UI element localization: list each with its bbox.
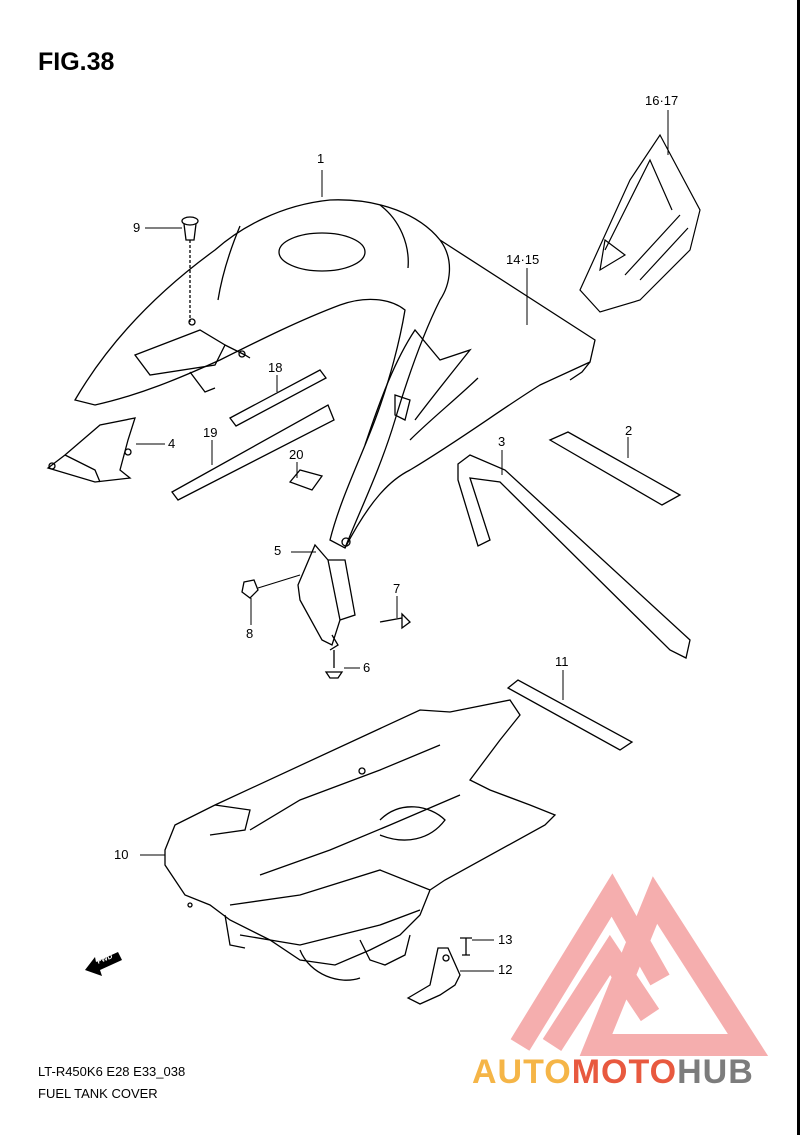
part-screw-7 [379, 612, 411, 630]
callout-9: 9 [133, 220, 141, 235]
watermark-text: AUTOMOTOHUB [472, 1053, 754, 1092]
callout-2: 2 [625, 423, 633, 438]
leader-lines [136, 110, 669, 972]
callout-14-15: 14·15 [506, 252, 540, 267]
part-tray-10 [164, 699, 557, 981]
part-pad-11 [506, 679, 634, 751]
part-fuel-tank-cover [74, 199, 596, 549]
part-strips [171, 369, 335, 501]
callout-4: 4 [168, 436, 176, 451]
part-screw-6 [324, 650, 344, 679]
part-screw-13 [460, 937, 472, 956]
figure-title: FIG.38 [38, 48, 115, 76]
fwd-arrow-icon [85, 952, 122, 976]
callout-1: 1 [317, 151, 325, 166]
callout-13: 13 [498, 932, 513, 947]
callout-16-17: 16·17 [645, 93, 679, 108]
callout-10: 10 [114, 847, 129, 862]
watermark-hub: HUB [677, 1053, 754, 1091]
part-strip-3 [457, 454, 691, 659]
callout-3: 3 [498, 434, 506, 449]
watermark-moto: MOTO [571, 1053, 678, 1091]
part-bracket-4 [46, 417, 136, 483]
callout-8: 8 [246, 626, 254, 641]
figure-caption: FUEL TANK COVER [38, 1086, 158, 1101]
watermark-auto: AUTO [472, 1053, 572, 1091]
part-bracket-12 [406, 947, 461, 1005]
callout-7: 7 [393, 581, 401, 596]
watermark-logo [510, 873, 769, 1056]
part-decal-16-17 [579, 133, 701, 313]
callout-19: 19 [203, 425, 218, 440]
callout-6: 6 [363, 660, 371, 675]
part-rivet-9 [181, 216, 199, 322]
model-code: LT-R450K6 E28 E33_038 [38, 1064, 186, 1079]
callout-5: 5 [274, 543, 282, 558]
part-strip-2 [548, 431, 682, 506]
part-bracket-5 [297, 543, 356, 651]
callout-11: 11 [555, 654, 569, 669]
part-nut-8 [241, 579, 259, 599]
callout-12: 12 [498, 962, 513, 977]
callout-20: 20 [289, 447, 304, 462]
callout-18: 18 [268, 360, 283, 375]
